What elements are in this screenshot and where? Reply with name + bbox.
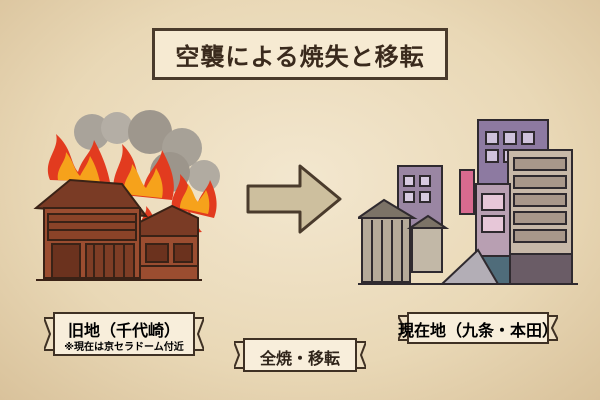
new-site-label: 現在地（九条・本田） (398, 321, 559, 340)
old-site-note: ※現在は京セラドーム付近 (64, 342, 184, 353)
new-site-banner: 現在地（九条・本田） (398, 312, 558, 344)
house-icon (33, 178, 202, 281)
old-site-banner: 旧地（千代崎） ※現在は京セラドーム付近 (44, 312, 204, 356)
center-caption-text: 全焼・移転 (259, 349, 340, 368)
ribbon-icon (398, 312, 558, 344)
ribbon-icon (44, 312, 204, 356)
ribbon-icon (234, 338, 366, 372)
title-text: 空襲による焼失と移転 (175, 42, 425, 71)
old-site-label: 旧地（千代崎） (67, 321, 180, 340)
city-street-illustration (358, 119, 578, 285)
burning-houses-illustration (33, 110, 220, 281)
center-caption: 全焼・移転 (234, 338, 366, 372)
title-box: 空襲による焼失と移転 (152, 28, 448, 80)
right-arrow-icon (246, 164, 342, 234)
